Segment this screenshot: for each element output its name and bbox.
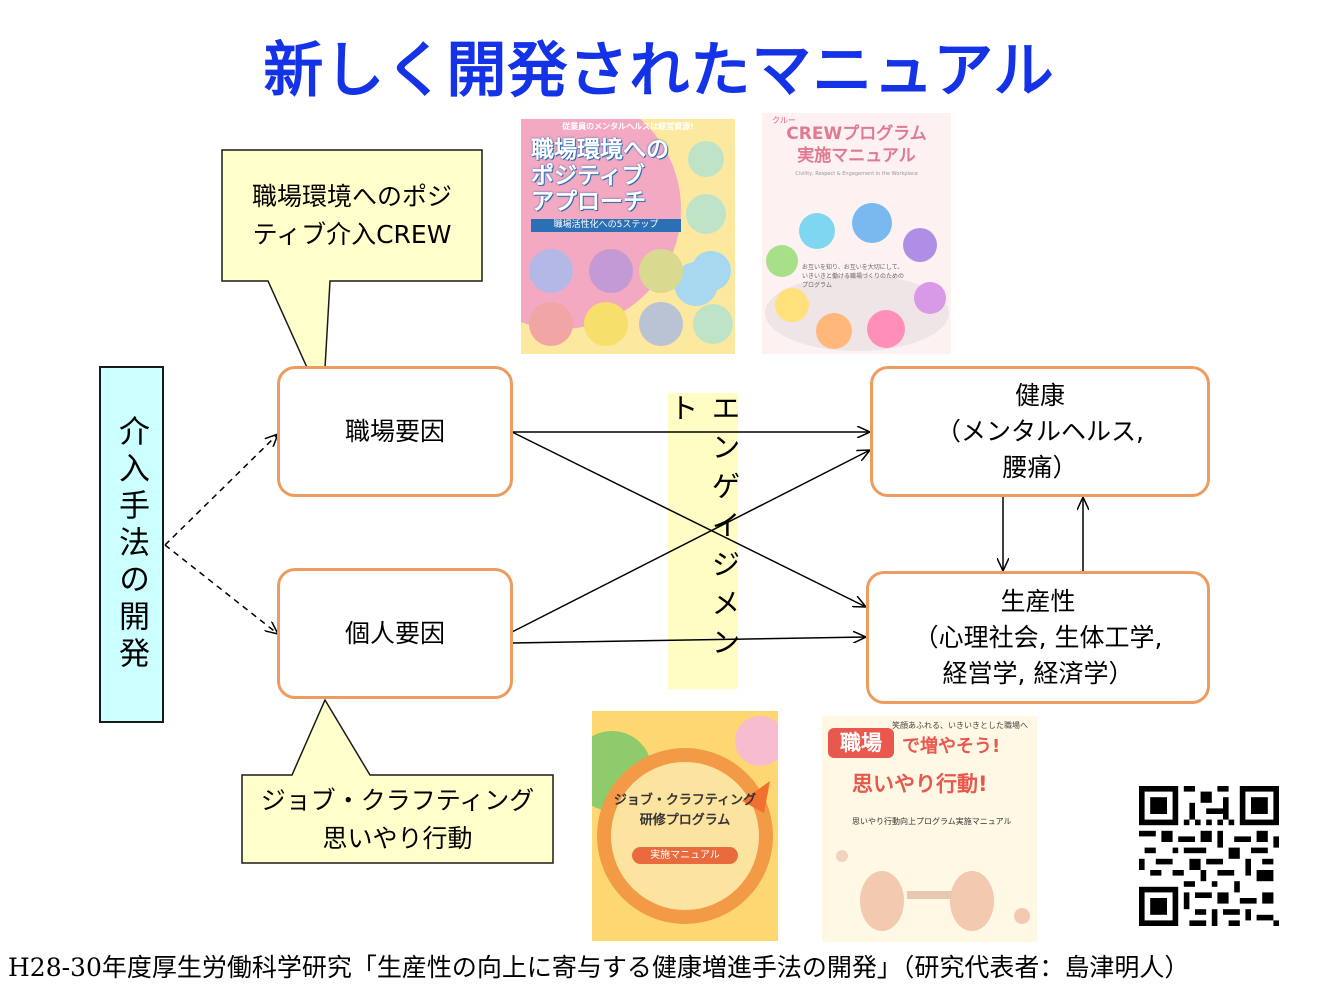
cover-crew-tag: クルー [772, 116, 796, 125]
cover-omoiyari-word1: 職場 [828, 728, 894, 758]
cover-positive-band: 職場活性化への5ステップ [531, 219, 681, 232]
cover-crew-art [765, 203, 949, 351]
callout-bottom: ジョブ・クラフティング 思いやり行動 [242, 780, 553, 860]
node-workplace-label: 職場要因 [344, 416, 445, 446]
cover-crew-title: CREWプログラム 実施マニュアル [762, 123, 951, 167]
cover-omoiyari: 笑顔あふれる、いきいきとした職場へ 職場 で増やそう! 思いやり行動! 思いやり… [822, 716, 1037, 942]
method-label: 介入手法の開発 [113, 415, 149, 674]
cover-positive-title: 職場環境への ポジティブ アプローチ [531, 137, 669, 215]
node-individual-label: 個人要因 [344, 618, 445, 648]
cover-crew-desc1: お互いを知り、お互いを大切にして、 [802, 264, 904, 271]
callout-bottom-shape [241, 698, 554, 864]
cover-job-crafting: ジョブ・クラフティング 研修プログラム 実施マニュアル [592, 711, 778, 941]
node-individual-factors: 個人要因 [277, 568, 513, 699]
cover-omoiyari-line2: 思いやり行動! [852, 772, 988, 796]
cover-omoiyari-art [836, 850, 1030, 931]
node-productivity: 生産性 （心理社会, 生体工学, 経営学, 経済学） [866, 571, 1210, 704]
cover-jobcraft-title: ジョブ・クラフティング 研修プログラム [592, 791, 778, 831]
method-box: 介入手法の開発 [99, 366, 164, 723]
node-health-line1: 健康 [1014, 380, 1065, 410]
cover-crew-desc3: プログラム [802, 282, 832, 289]
callout-bottom-line1: ジョブ・クラフティング [260, 786, 535, 815]
cover-positive-top: 従業員のメンタルヘルスは経営資源! [562, 122, 694, 131]
cover-jobcraft-line1: ジョブ・クラフティング [613, 793, 757, 808]
callout-top-line2: ティブ介入CREW [252, 220, 452, 249]
arrow-method-workplace [164, 434, 278, 546]
qr-code [1139, 786, 1279, 926]
qr-finder-tl [1139, 786, 1179, 826]
cover-crew-desc2: いきいきと働ける職場づくりのための [802, 273, 905, 280]
qr-modules [1139, 786, 1279, 926]
arrow-workplace-productivity [511, 431, 866, 607]
arrow-individual-productivity [511, 637, 866, 644]
cover-jobcraft-line2: 研修プログラム [639, 813, 731, 828]
page-title: 新しく開発されたマニュアル [263, 36, 1055, 106]
cover-crew-line2: 実施マニュアル [797, 146, 916, 166]
qr-finder-tr [1239, 786, 1279, 826]
cover-positive-line1: 職場環境への [531, 137, 669, 163]
cover-positive-line2: ポジティブ [531, 163, 645, 189]
callout-top-line1: 職場環境へのポジ [251, 182, 452, 211]
cover-crew-line1: CREWプログラム [786, 124, 927, 144]
callout-top-shape [221, 149, 483, 404]
qr-finder-bl [1139, 886, 1179, 926]
callout-bottom-line2: 思いやり行動 [322, 824, 473, 853]
node-health-line2: （メンタルヘルス, [936, 416, 1144, 446]
node-productivity-line3: 経営学, 経済学） [942, 658, 1134, 688]
cover-omoiyari-word2: で増やそう! [902, 736, 1001, 757]
callout-top: 職場環境へのポジ ティブ介入CREW [222, 170, 482, 262]
cover-positive-approach: 従業員のメンタルヘルスは経営資源! 職場環境への ポジティブ アプローチ 職場活… [521, 119, 735, 354]
cover-omoiyari-top: 笑顔あふれる、いきいきとした職場へ [892, 721, 1028, 730]
footer-citation: H28-30年度厚生労働科学研究「生産性の向上に寄与する健康増進手法の開発」（研… [8, 953, 1190, 982]
cover-omoiyari-sub: 思いやり行動向上プログラム実施マニュアル [852, 817, 1012, 826]
node-productivity-line2: （心理社会, 生体工学, [913, 622, 1163, 652]
arrow-method-individual [164, 544, 278, 634]
cover-crew-desc: お互いを知り、お互いを大切にして、 いきいきと働ける職場づくりのための プログラ… [802, 263, 922, 290]
cover-jobcraft-badge: 実施マニュアル [632, 847, 738, 864]
node-health-line3: 腰痛） [1002, 452, 1078, 482]
node-workplace-factors: 職場要因 [277, 366, 513, 497]
arrow-individual-health [511, 450, 870, 633]
cover-jobcraft-art [592, 716, 778, 924]
node-health: 健康 （メンタルヘルス, 腰痛） [870, 366, 1210, 497]
cover-crew: クルー CREWプログラム 実施マニュアル Civility, Respect … [762, 113, 951, 354]
cover-positive-line3: アプローチ [531, 189, 646, 215]
cover-crew-sub: Civility, Respect & Engagement in the Wo… [795, 171, 918, 177]
node-productivity-line1: 生産性 [1000, 586, 1076, 616]
